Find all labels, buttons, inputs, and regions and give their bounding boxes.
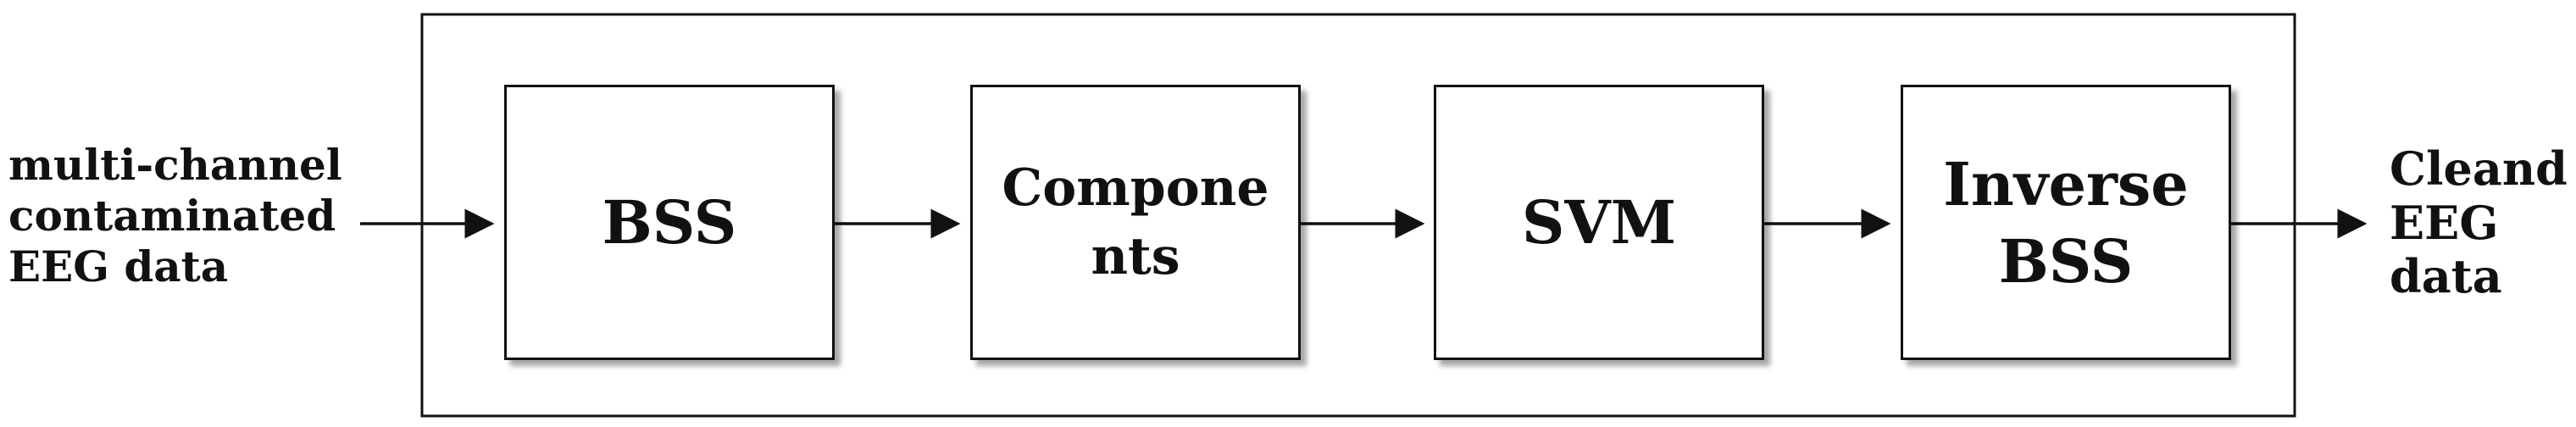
components-block-label: Compone nts: [1002, 158, 1269, 286]
svm-block: SVM: [1434, 85, 1764, 360]
bss-block-label: BSS: [602, 187, 737, 258]
inverse-bss-block-label: Inverse BSS: [1943, 148, 2189, 297]
bss-block: BSS: [504, 85, 835, 360]
components-block: Compone nts: [970, 85, 1301, 360]
inverse-bss-block: Inverse BSS: [1901, 85, 2231, 360]
svm-block-label: SVM: [1521, 187, 1677, 258]
input-label: multi-channel contaminated EEG data: [8, 140, 342, 291]
outer-frame: [420, 13, 2296, 418]
output-label: Cleand EEG data: [2390, 141, 2568, 304]
